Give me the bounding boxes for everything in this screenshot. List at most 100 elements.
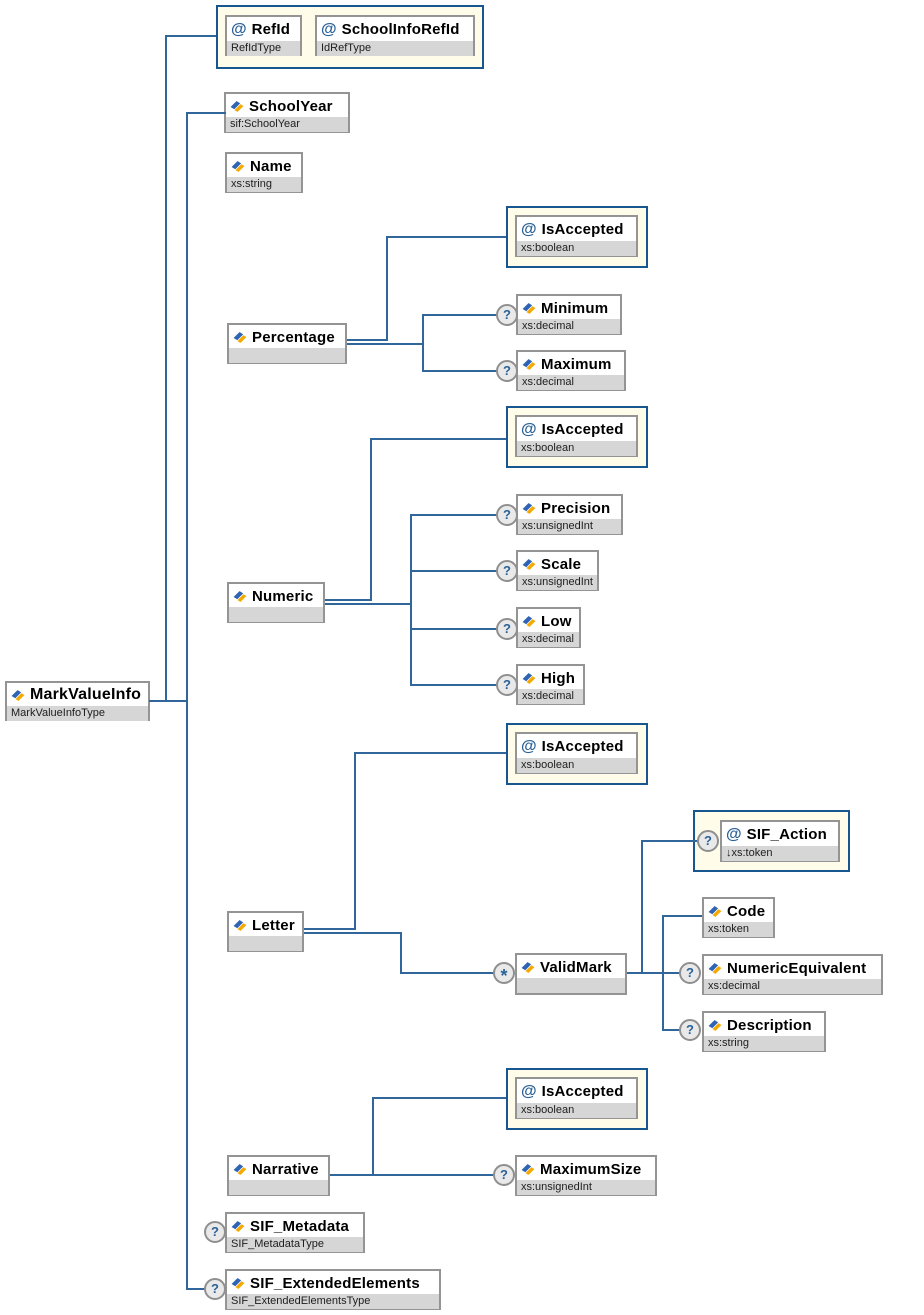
element-sif-extendedelements[interactable]: SIF_ExtendedElements SIF_ExtendedElement… <box>225 1269 441 1310</box>
element-high[interactable]: High xs:decimal <box>516 664 585 705</box>
connector-line <box>372 1097 374 1176</box>
attribute-type: xs:boolean <box>517 1103 636 1118</box>
attribute-icon: @ <box>726 825 742 843</box>
connector-line <box>372 1097 506 1099</box>
element-minimum[interactable]: Minimum xs:decimal <box>516 294 622 335</box>
element-icon <box>521 557 537 571</box>
connector-line <box>422 314 498 316</box>
optional-indicator: ? <box>493 1164 515 1186</box>
element-type: xs:string <box>227 177 301 192</box>
attribute-type: IdRefType <box>317 41 473 56</box>
element-type: xs:unsignedInt <box>518 519 621 534</box>
element-icon <box>232 330 248 344</box>
element-name: Name <box>250 157 292 175</box>
element-name: ValidMark <box>540 958 612 976</box>
element-code[interactable]: Code xs:token <box>702 897 775 938</box>
optional-indicator: ? <box>496 304 518 326</box>
connector-line <box>386 236 388 341</box>
attribute-isaccepted-narrative[interactable]: @IsAccepted xs:boolean <box>515 1077 638 1119</box>
attribute-isaccepted-percentage[interactable]: @IsAccepted xs:boolean <box>515 215 638 257</box>
attribute-name: SIF_Action <box>746 826 827 843</box>
attribute-icon: @ <box>521 1082 537 1100</box>
element-narrative[interactable]: Narrative <box>227 1155 330 1196</box>
connector-line <box>410 514 498 516</box>
connector-line <box>410 514 412 686</box>
connector-line <box>186 112 226 114</box>
element-validmark[interactable]: ValidMark <box>515 953 627 995</box>
element-letter[interactable]: Letter <box>227 911 304 952</box>
attribute-name: SchoolInfoRefId <box>341 21 460 38</box>
attribute-isaccepted-letter[interactable]: @IsAccepted xs:boolean <box>515 732 638 774</box>
element-type: xs:decimal <box>518 375 624 390</box>
element-maximum[interactable]: Maximum xs:decimal <box>516 350 626 391</box>
connector-line <box>347 339 388 341</box>
element-sif-metadata[interactable]: SIF_Metadata SIF_MetadataType <box>225 1212 365 1253</box>
element-type: SIF_ExtendedElementsType <box>227 1294 439 1309</box>
element-numericequivalent[interactable]: NumericEquivalent xs:decimal <box>702 954 883 995</box>
element-name: SchoolYear <box>249 97 333 115</box>
element-icon <box>521 301 537 315</box>
element-description[interactable]: Description xs:string <box>702 1011 826 1052</box>
connector-line <box>400 972 495 974</box>
element-type: sif:SchoolYear <box>226 117 348 132</box>
connector-line <box>186 1288 206 1290</box>
element-numeric[interactable]: Numeric <box>227 582 325 623</box>
attribute-isaccepted-numeric[interactable]: @IsAccepted xs:boolean <box>515 415 638 457</box>
element-name: Minimum <box>541 299 609 317</box>
optional-indicator: ? <box>679 1019 701 1041</box>
element-type: MarkValueInfoType <box>7 706 148 721</box>
element-type: SIF_MetadataType <box>227 1237 363 1252</box>
element-type: xs:decimal <box>518 689 583 704</box>
attribute-schoolinforefid[interactable]: @SchoolInfoRefId IdRefType <box>315 15 475 56</box>
attribute-type: xs:boolean <box>517 441 636 456</box>
element-percentage[interactable]: Percentage <box>227 323 347 364</box>
optional-indicator: ? <box>697 830 719 852</box>
optional-indicator: ? <box>204 1278 226 1300</box>
connector-line <box>422 314 424 372</box>
connector-line <box>662 915 702 917</box>
optional-indicator: ? <box>496 360 518 382</box>
element-name: SIF_ExtendedElements <box>250 1274 420 1292</box>
element-low[interactable]: Low xs:decimal <box>516 607 581 648</box>
attribute-sif-action[interactable]: @SIF_Action ↓xs:token <box>720 820 840 862</box>
connector-line <box>304 928 356 930</box>
element-icon <box>707 904 723 918</box>
element-name[interactable]: Name xs:string <box>225 152 303 193</box>
attribute-refid[interactable]: @RefId RefIdType <box>225 15 302 56</box>
element-type <box>229 348 345 363</box>
connector-line <box>354 752 506 754</box>
connector-line <box>662 915 664 1031</box>
connector-line <box>330 1174 495 1176</box>
element-icon <box>10 688 26 702</box>
attribute-type: xs:boolean <box>517 241 636 256</box>
element-name: Low <box>541 612 572 630</box>
attribute-name: IsAccepted <box>541 421 624 438</box>
element-icon <box>232 918 248 932</box>
element-maximumsize[interactable]: MaximumSize xs:unsignedInt <box>515 1155 657 1196</box>
optional-indicator: ? <box>496 560 518 582</box>
element-icon <box>520 960 536 974</box>
element-markvalueinfo[interactable]: MarkValueInfo MarkValueInfoType <box>5 681 150 721</box>
connector-line <box>347 343 424 345</box>
optional-indicator: ? <box>496 504 518 526</box>
connector-line <box>641 840 699 842</box>
connector-line <box>165 35 216 37</box>
connector-line <box>386 236 506 238</box>
element-scale[interactable]: Scale xs:unsignedInt <box>516 550 599 591</box>
attribute-icon: @ <box>231 20 247 38</box>
element-name: Narrative <box>252 1160 319 1178</box>
element-precision[interactable]: Precision xs:unsignedInt <box>516 494 623 535</box>
attribute-icon: @ <box>321 20 337 38</box>
element-icon <box>521 614 537 628</box>
connector-line <box>149 700 188 702</box>
element-icon <box>230 1219 246 1233</box>
element-type: xs:unsignedInt <box>517 1180 655 1195</box>
repeat-indicator: * <box>493 962 515 986</box>
connector-line <box>662 1029 681 1031</box>
attribute-type: xs:boolean <box>517 758 636 773</box>
element-schoolyear[interactable]: SchoolYear sif:SchoolYear <box>224 92 350 133</box>
attribute-name: IsAccepted <box>541 221 624 238</box>
element-type: xs:decimal <box>518 319 620 334</box>
connector-line <box>370 438 372 601</box>
